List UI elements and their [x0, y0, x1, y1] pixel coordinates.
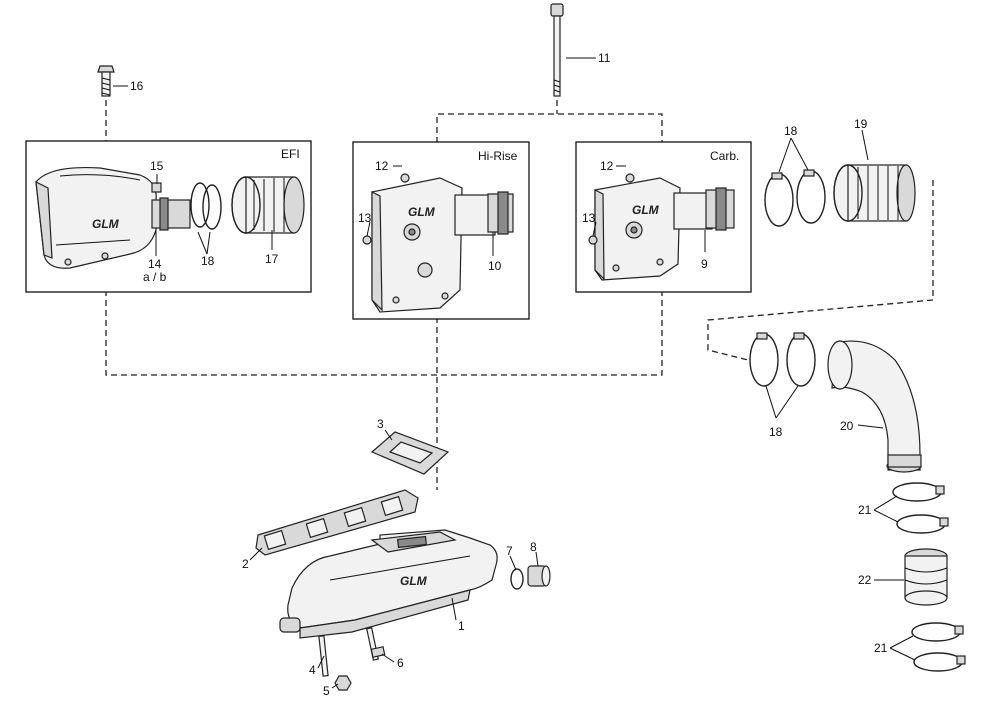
part-3-gasket	[370, 431, 450, 475]
part-11-long-bolt	[550, 3, 564, 97]
label-part-21-upper: 21	[858, 503, 872, 517]
part-15-nut	[151, 182, 162, 193]
label-part-12-hi-rise: 12	[375, 159, 389, 173]
top-right-clamps	[764, 169, 826, 227]
label-part-10: 10	[488, 259, 502, 273]
efi-logo: GLM	[92, 217, 120, 231]
part-20-elbow	[827, 340, 922, 473]
part-22-bellows	[904, 548, 948, 606]
label-part-18-middle: 18	[769, 425, 783, 439]
efi-riser-housing: GLM	[35, 166, 157, 269]
hi-rise-box: GLM Hi-Rise	[352, 141, 530, 320]
part-19-hose	[833, 164, 916, 222]
manifold-logo: GLM	[400, 574, 428, 588]
hi-rise-riser: GLM	[371, 173, 514, 313]
carb-riser: GLM	[594, 173, 735, 281]
label-part-13-carb: 13	[582, 211, 596, 225]
label-part-18-top: 18	[784, 124, 798, 138]
label-part-3: 3	[377, 417, 384, 431]
label-part-19: 19	[854, 117, 868, 131]
part-5-nut	[334, 675, 352, 691]
part-8-plug	[527, 565, 551, 587]
label-part-1: 1	[458, 619, 465, 633]
efi-clamps	[190, 182, 222, 230]
middle-right-clamps	[749, 332, 816, 387]
label-part-16: 16	[130, 79, 144, 93]
part-7-ring	[510, 568, 524, 590]
label-part-14-sub: a / b	[143, 270, 167, 284]
part-number-labels: 1 2 3 4 5 6 7 8 9 10 11 12 12 13 13 14 a…	[130, 51, 888, 698]
label-part-20: 20	[840, 419, 854, 433]
efi-label: EFI	[281, 147, 300, 161]
label-part-12-carb: 12	[600, 159, 614, 173]
label-part-13-hi-rise: 13	[358, 211, 372, 225]
label-part-7: 7	[506, 544, 513, 558]
hi-rise-logo: GLM	[408, 205, 436, 219]
carb-box: GLM Carb.	[575, 141, 752, 293]
carb-logo: GLM	[632, 203, 660, 217]
label-part-14: 14	[148, 257, 162, 271]
part-21-lower-clamps	[911, 622, 966, 672]
part-1-exhaust-manifold: GLM	[279, 529, 498, 639]
label-part-21-lower: 21	[874, 641, 888, 655]
label-part-8: 8	[530, 540, 537, 554]
label-part-2: 2	[242, 557, 249, 571]
efi-hose-17	[231, 176, 305, 234]
part-16-bolt	[97, 65, 115, 97]
hi-rise-label: Hi-Rise	[478, 149, 518, 163]
label-part-18-efi: 18	[201, 254, 215, 268]
part-21-upper-clamps	[892, 482, 949, 534]
label-part-17: 17	[265, 252, 279, 266]
leader-lines	[113, 57, 916, 689]
carb-label: Carb.	[710, 149, 739, 163]
part-6-bolt	[366, 627, 386, 661]
label-part-9: 9	[701, 257, 708, 271]
label-part-22: 22	[858, 573, 872, 587]
efi-outlet-tube	[151, 197, 191, 231]
part-2-manifold-gasket	[255, 489, 419, 556]
label-part-15: 15	[150, 159, 164, 173]
label-part-5: 5	[323, 684, 330, 698]
label-part-11: 11	[598, 51, 611, 65]
label-part-6: 6	[397, 656, 404, 670]
label-part-4: 4	[309, 663, 316, 677]
efi-box: GLM EFI	[25, 140, 312, 293]
